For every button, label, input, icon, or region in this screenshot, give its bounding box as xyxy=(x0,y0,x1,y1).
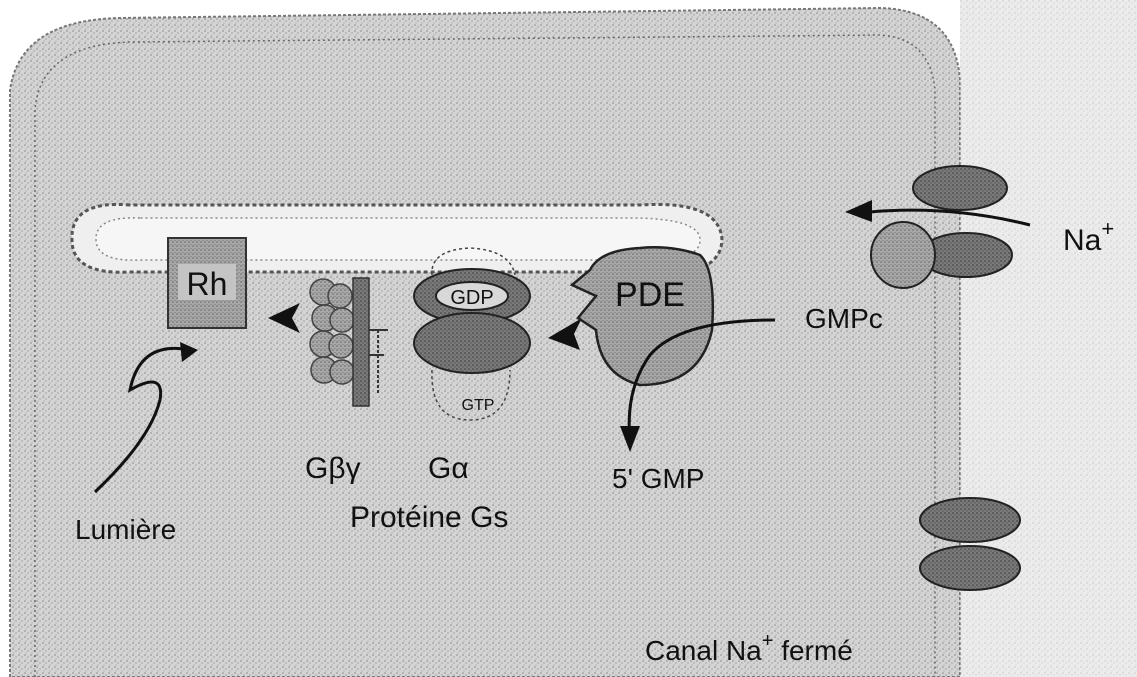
gmp5-label: 5' GMP xyxy=(612,463,704,494)
gmpc-label: GMPc xyxy=(805,303,883,334)
rhodopsin-label: Rh xyxy=(187,266,228,302)
channel-closed-label: Canal Na+ fermé xyxy=(645,630,853,666)
protein-gs-label: Protéine Gs xyxy=(350,501,508,534)
na-superscript: + xyxy=(1101,216,1114,241)
gtp-label: GTP xyxy=(462,397,495,414)
channel-superscript: + xyxy=(762,630,774,652)
light-label: Lumière xyxy=(75,514,176,545)
pde-label: PDE xyxy=(615,276,685,314)
galpha-label: Gα xyxy=(428,452,469,485)
gdp-label: GDP xyxy=(450,287,493,309)
gbg-label: Gβγ xyxy=(305,452,361,485)
